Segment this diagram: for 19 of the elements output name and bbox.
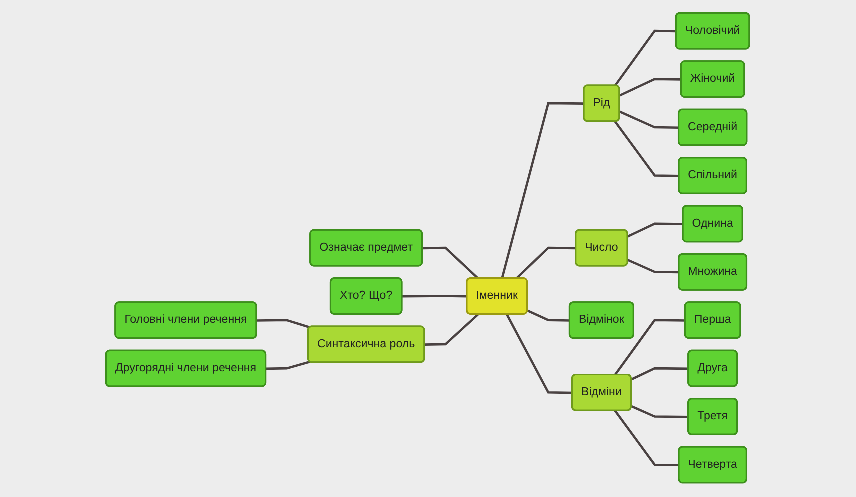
connector xyxy=(620,111,680,130)
connector xyxy=(257,320,311,330)
connector xyxy=(527,310,570,322)
connector xyxy=(614,122,680,178)
connector xyxy=(614,320,686,376)
connector xyxy=(614,410,680,467)
connector xyxy=(628,260,680,274)
connector xyxy=(614,30,677,87)
connector xyxy=(402,296,468,298)
connector xyxy=(628,223,684,238)
connector xyxy=(631,406,689,419)
connector xyxy=(424,314,480,346)
connector xyxy=(506,314,573,395)
connector xyxy=(266,361,311,371)
connector xyxy=(620,78,682,98)
connector xyxy=(422,247,480,280)
connector xyxy=(516,247,576,280)
connector xyxy=(501,102,584,280)
connector xyxy=(631,368,689,382)
